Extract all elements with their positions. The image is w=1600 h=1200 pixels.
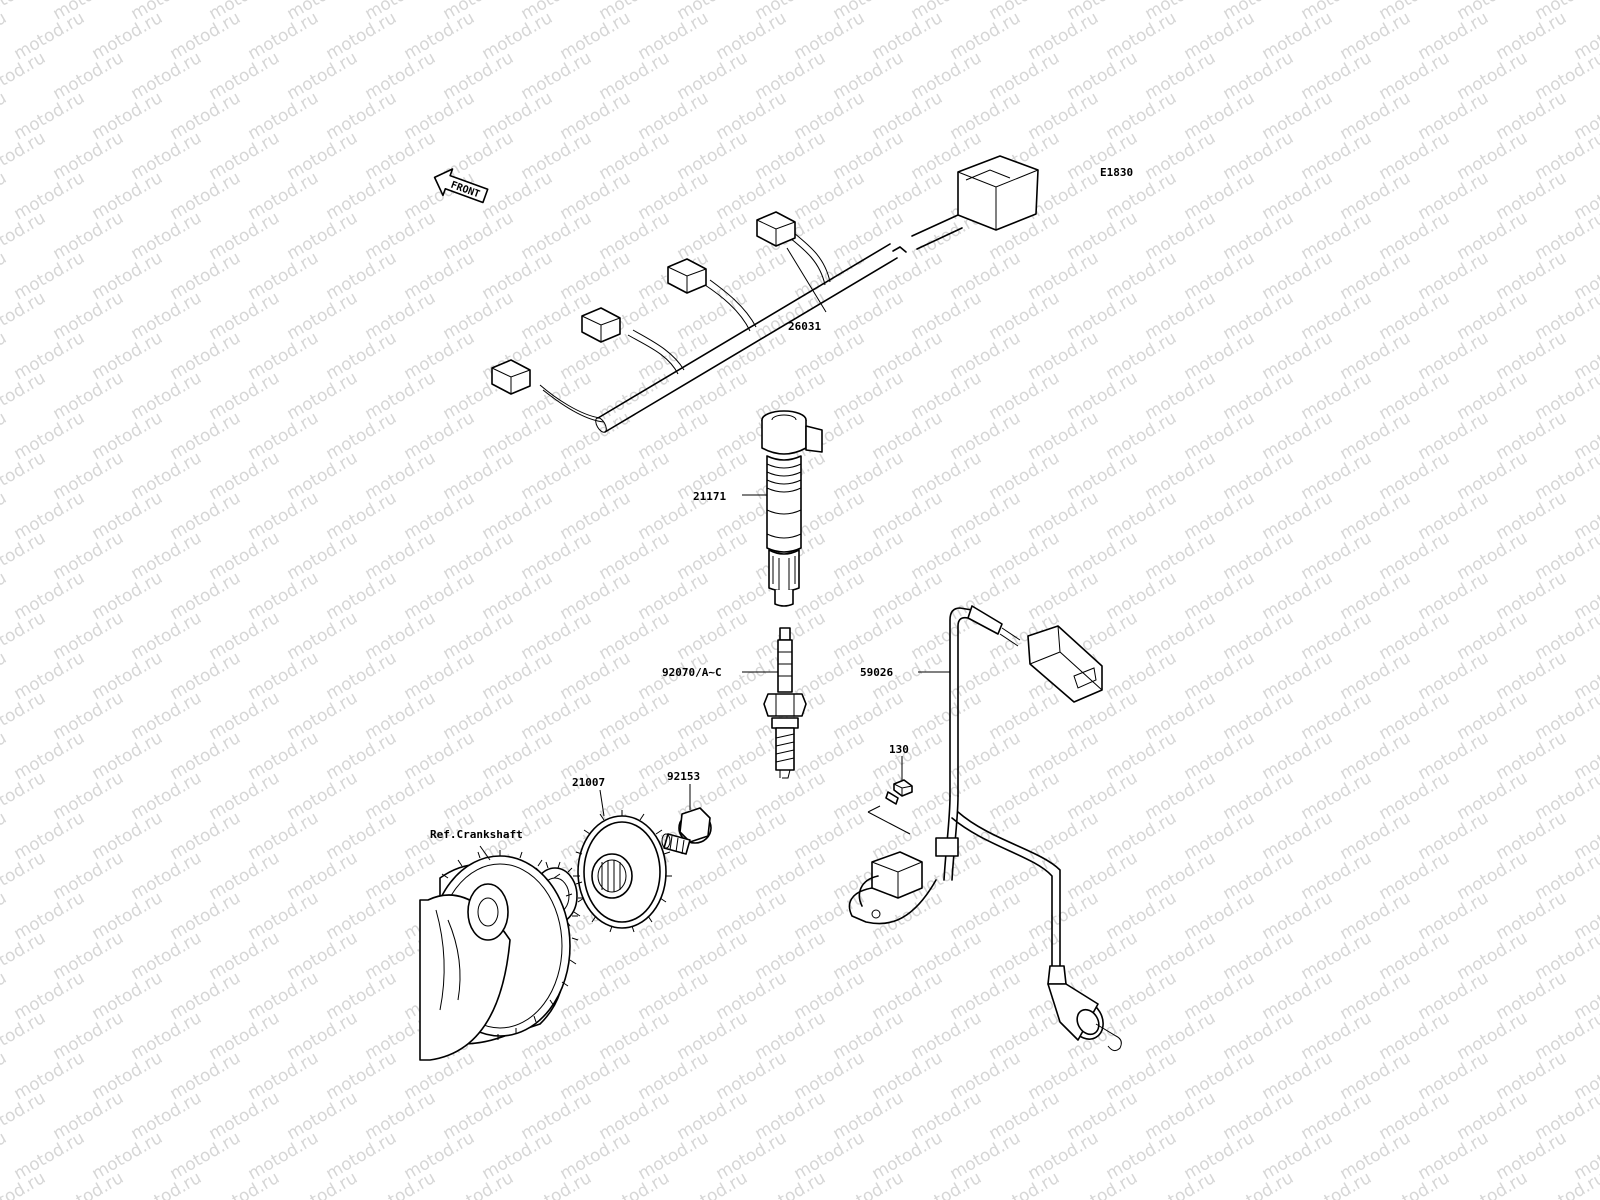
label-bolt-small: 130	[889, 743, 909, 756]
label-bolt: 92153	[667, 770, 700, 783]
small-bolt	[885, 779, 913, 805]
timing-rotor	[573, 810, 672, 933]
label-plug: 92070/A~C	[662, 666, 722, 679]
front-arrow-icon: FRONT	[433, 168, 489, 204]
ignition-coil	[761, 410, 823, 607]
diagram-code: E1830	[1100, 166, 1133, 179]
label-sensor: 59026	[860, 666, 893, 679]
label-coil: 21171	[693, 490, 726, 503]
ignition-harness	[491, 155, 1039, 433]
label-rotor: 21007	[572, 776, 605, 789]
label-crankshaft: Ref.Crankshaft	[430, 828, 523, 841]
rotor-bolt	[661, 807, 712, 855]
crankshaft	[419, 850, 584, 1061]
spark-plug	[763, 627, 807, 779]
label-harness: 26031	[788, 320, 821, 333]
pickup-sensor	[848, 605, 1122, 1052]
